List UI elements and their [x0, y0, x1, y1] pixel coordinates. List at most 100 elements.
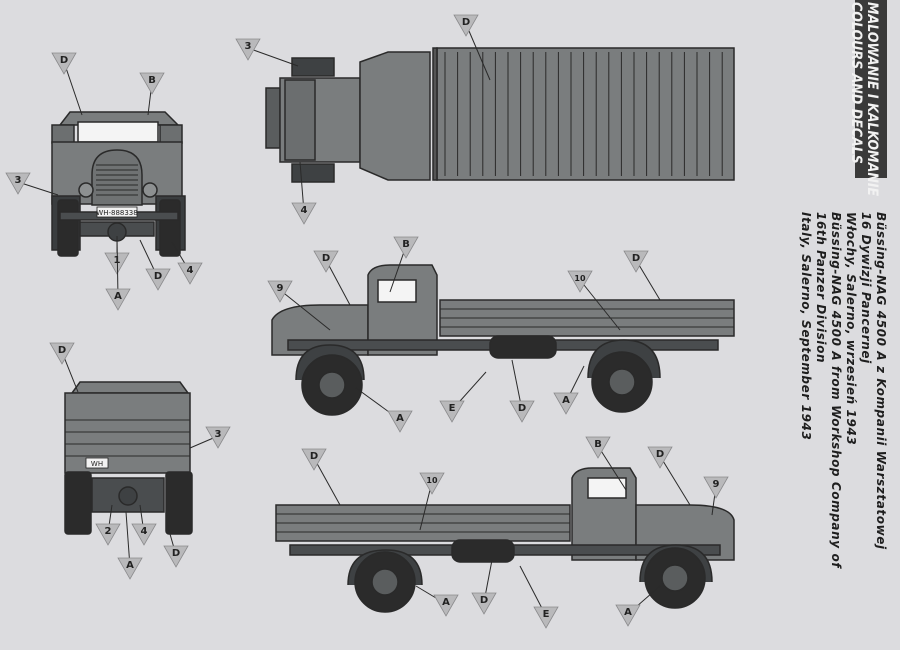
front-plate-text: WH-888338 [96, 209, 137, 217]
callout-markers: DB314DAD324ADD34BD910DEDAABD10D9ADEA [5, 14, 729, 629]
callout-marker-label: A [126, 560, 134, 571]
callout-triangle [615, 604, 641, 627]
callout-marker-label: D [480, 595, 488, 606]
callout-triangle [131, 523, 157, 546]
callout-triangle [49, 342, 75, 365]
callout-marker-label: D [154, 271, 162, 282]
callout-marker-label: D [60, 55, 68, 66]
callout-triangle [117, 557, 143, 580]
callout-triangle [567, 270, 593, 293]
callout-triangle [301, 448, 327, 471]
callout-triangle [439, 400, 465, 423]
rear-plate-background [85, 457, 109, 469]
callout-triangle [509, 400, 535, 423]
callout-marker-label: A [396, 413, 404, 424]
description-line-3: Włochy, Salerno, wrzesień 1943 [844, 212, 858, 446]
callout-marker-label: 3 [15, 175, 22, 186]
callout-marker-label: D [518, 403, 526, 414]
description-line-5: 16th Panzer Division [814, 212, 828, 364]
callout-leader-line [279, 289, 331, 331]
callout-triangle [145, 268, 171, 291]
callout-marker-label: A [562, 395, 570, 406]
callout-marker-label: 2 [105, 526, 112, 537]
left-side-view [271, 264, 735, 416]
callout-marker-label: 4 [187, 265, 194, 276]
callout-leader-line [63, 61, 83, 116]
description-line-6: Italy, Salerno, September 1943 [799, 212, 813, 441]
callout-triangle [623, 250, 649, 273]
callout-marker-label: A [624, 607, 632, 618]
callout-leader-line [247, 47, 299, 67]
title-polish: MALOWANIE I KALKOMANIE [864, 2, 880, 197]
callout-triangle [647, 446, 673, 469]
callout-leader-line [597, 445, 627, 491]
callout-marker-label: D [310, 451, 318, 462]
callout-marker-label: 3 [215, 429, 222, 440]
callout-marker-label: D [58, 345, 66, 356]
callout-leader-line [116, 235, 119, 299]
callout-triangle [5, 172, 31, 195]
callout-triangle [533, 606, 559, 629]
callout-triangle [267, 280, 293, 303]
callout-marker-label: 4 [301, 205, 308, 216]
callout-marker-label: D [462, 17, 470, 28]
callout-triangle [177, 262, 203, 285]
callout-marker-label: D [656, 449, 664, 460]
callout-triangle [393, 236, 419, 259]
callout-triangle [585, 436, 611, 459]
callout-marker-label: 9 [713, 479, 720, 490]
callout-marker-label: E [449, 403, 456, 414]
callout-triangle [291, 202, 317, 225]
callout-leader-line [313, 457, 341, 506]
callout-marker-label: 3 [245, 41, 252, 52]
callout-leader-line [465, 23, 491, 81]
title-bar [855, 0, 887, 178]
callout-marker-label: 10 [574, 274, 586, 283]
bed-slats [444, 52, 723, 176]
callout-triangle [139, 72, 165, 95]
right-side-view [275, 467, 735, 613]
callout-marker-label: B [148, 75, 156, 86]
title-english: COLOURS AND DECALS [848, 2, 864, 164]
callout-marker-label: D [632, 253, 640, 264]
callout-triangle [163, 545, 189, 568]
description-line-2: 16 Dywizji Pancernej [859, 212, 873, 364]
callout-leader-line [635, 259, 661, 301]
callout-marker-label: 10 [426, 476, 438, 485]
callout-triangle [703, 476, 729, 499]
top-view [265, 47, 735, 183]
callout-triangle [51, 52, 77, 75]
callout-marker-label: A [442, 597, 450, 608]
callout-triangle [433, 594, 459, 617]
callout-triangle [313, 250, 339, 273]
callout-triangle [205, 426, 231, 449]
callout-triangle [553, 392, 579, 415]
callout-leader-line [579, 279, 621, 331]
callout-marker-label: B [402, 239, 410, 250]
callout-marker-label: A [114, 291, 122, 302]
callout-triangle [419, 472, 445, 495]
callout-leader-line [659, 455, 691, 506]
rear-view [64, 381, 193, 535]
callout-triangle [387, 410, 413, 433]
callout-marker-label: B [594, 439, 602, 450]
callout-marker-label: 4 [141, 526, 148, 537]
callout-triangle [453, 14, 479, 37]
description-line-1: Büssing-NAG 4500 A z Kompanii Warsztatow… [874, 212, 888, 550]
callout-leader-line [325, 259, 351, 306]
callout-marker-label: 9 [277, 283, 284, 294]
callout-marker-label: D [322, 253, 330, 264]
front-plate-background [96, 206, 138, 218]
callout-triangle [235, 38, 261, 61]
callout-triangle [95, 523, 121, 546]
description-line-4: Büssing-NAG 4500 A from Workshop Company… [829, 212, 843, 569]
callout-marker-label: E [543, 609, 550, 620]
callout-triangle [105, 288, 131, 311]
callout-marker-label: D [172, 548, 180, 559]
rear-plate-text: WH [91, 460, 103, 468]
front-view [51, 111, 186, 257]
callout-triangle [471, 592, 497, 615]
callout-leader-line [17, 181, 59, 196]
